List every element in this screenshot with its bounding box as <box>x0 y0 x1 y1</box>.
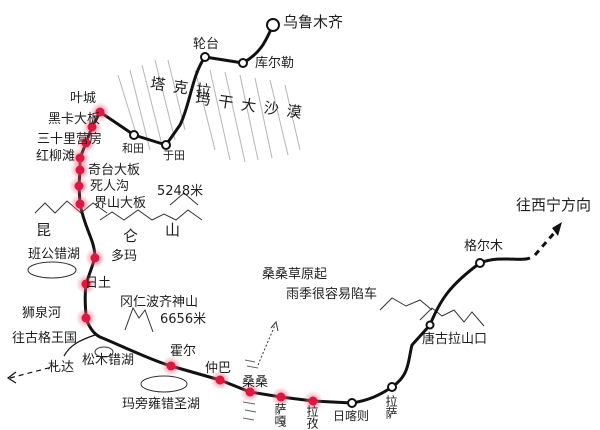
red-stop-marker <box>95 107 105 117</box>
mountains <box>34 192 485 333</box>
label-jieshan: 界山大板 <box>94 196 147 211</box>
red-stop-marker <box>87 122 97 132</box>
red-stop-marker <box>81 313 91 323</box>
zada-branch <box>63 334 96 357</box>
label-zhongba: 仲巴 <box>205 361 232 376</box>
red-stop-marker <box>75 199 85 209</box>
open-stop-marker <box>475 258 485 268</box>
label-yecheng: 叶城 <box>70 91 97 106</box>
label-hongliutan: 红柳滩 <box>36 149 76 164</box>
note-line-1: 桑桑草原起 <box>262 267 328 282</box>
label-lasa: 拉萨 <box>384 395 398 419</box>
route-line <box>77 24 531 405</box>
grass-marks <box>242 359 259 421</box>
label-bangong: 班公错湖 <box>28 247 81 262</box>
note-line-2: 雨季很容易陷车 <box>286 287 378 302</box>
label-huoer: 霍尔 <box>170 344 197 359</box>
label-guge: 往古格王国 <box>12 331 78 346</box>
label-yutian: 于田 <box>163 149 185 162</box>
red-stop-marker <box>276 392 286 402</box>
arrowhead-icon <box>6 371 17 384</box>
label-ritu: 日土 <box>85 276 112 291</box>
red-stop-marker <box>308 396 318 406</box>
label-duoma: 多玛 <box>111 249 138 264</box>
red-stop-marker <box>245 387 255 397</box>
label-heika: 黑卡大板 <box>48 112 101 127</box>
arrowhead-icon <box>552 222 562 236</box>
label-kunlun-3: 山 <box>165 221 181 239</box>
note-pointer <box>257 324 276 366</box>
label-sanshili: 三十里营房 <box>37 132 103 147</box>
label-zada: 札达 <box>48 360 75 375</box>
open-stop-marker <box>347 398 357 408</box>
label-lazi: 拉孜 <box>305 405 319 429</box>
desert-hatching <box>117 59 301 163</box>
label-luntai: 轮台 <box>193 37 220 52</box>
open-stop-marker <box>161 140 171 150</box>
label-kunlun-1: 昆 <box>36 221 52 239</box>
open-stops <box>129 18 485 408</box>
label-urumqi: 乌鲁木齐 <box>283 13 344 31</box>
label-manasarovar: 玛旁雍错圣湖 <box>122 397 201 412</box>
open-stop-marker <box>129 130 139 140</box>
label-geermu: 格尔木 <box>464 239 504 254</box>
open-stop-marker <box>425 320 435 330</box>
label-songmu: 松木错湖 <box>82 353 135 368</box>
open-stop-marker <box>387 382 397 392</box>
open-stop-marker <box>238 58 248 68</box>
label-sirengou: 死人沟 <box>90 179 130 194</box>
label-shiquanhe: 狮泉河 <box>22 306 62 321</box>
label-kailash: 冈仁波齐神山 <box>120 295 199 310</box>
label-saga: 萨嘎 <box>273 403 287 427</box>
label-kunlun-2: 仑 <box>123 227 139 245</box>
label-qitai: 奇台大板 <box>88 163 141 178</box>
arrowhead-icon <box>270 320 279 332</box>
open-stop-marker <box>266 18 280 32</box>
red-stop-marker <box>90 253 100 263</box>
red-stop-marker <box>81 279 91 289</box>
label-tanggula: 唐古拉山口 <box>422 332 488 347</box>
red-stop-marker <box>81 138 91 148</box>
open-stop-marker <box>200 52 210 62</box>
label-xining: 往西宁方向 <box>516 196 592 214</box>
label-rikaze: 日喀则 <box>333 409 370 423</box>
label-sangsang: 桑桑 <box>242 375 269 390</box>
label-jieshan-alt: 5248米 <box>157 184 204 199</box>
label-korla: 库尔勒 <box>255 56 295 71</box>
red-stop-marker <box>166 361 176 371</box>
red-stop-marker <box>74 181 84 191</box>
red-stop-marker <box>215 375 225 385</box>
label-hotan: 和田 <box>122 142 144 155</box>
red-stop-marker <box>75 165 85 175</box>
xining-arrow <box>533 231 557 256</box>
label-kailash-alt: 6656米 <box>160 312 207 327</box>
red-stop-marker <box>75 153 85 163</box>
red-stops <box>69 102 323 411</box>
lakes <box>27 261 188 393</box>
